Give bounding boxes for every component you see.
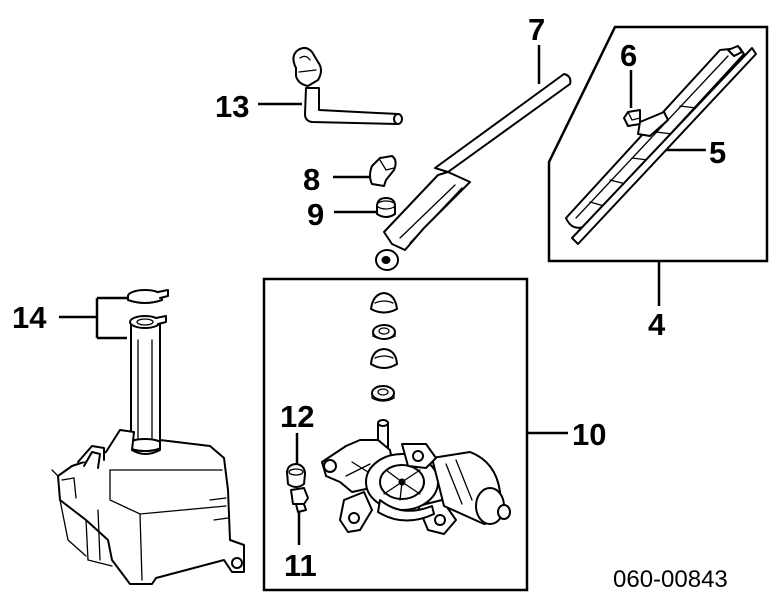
callout-7: 7 (528, 12, 545, 47)
arm-nut (376, 197, 396, 218)
arm-cap (369, 155, 397, 187)
wiper-motor (321, 419, 511, 535)
washer-nozzle-hose (292, 46, 403, 125)
callout-13: 13 (215, 89, 249, 124)
leader-14 (59, 296, 127, 340)
blade-clip (623, 109, 641, 127)
callout-14: 14 (12, 300, 47, 335)
blade-assembly-box (547, 25, 769, 263)
washer-tank (51, 289, 245, 585)
callout-4: 4 (648, 307, 666, 342)
pivot-washer-lower (371, 385, 395, 402)
callout-5: 5 (709, 135, 726, 170)
callout-6: 6 (620, 38, 637, 73)
pivot-cap-middle (370, 348, 398, 369)
callout-12: 12 (280, 399, 314, 434)
grommet-12 (286, 463, 306, 488)
reference-code: 060-00843 (613, 566, 728, 593)
callout-8: 8 (303, 162, 320, 197)
wiper-arm (375, 73, 572, 271)
motor-assembly-box (262, 277, 529, 592)
pivot-washer-upper (372, 324, 396, 340)
callout-11: 11 (284, 548, 317, 583)
bushing-11 (290, 487, 309, 513)
wiper-blade (565, 45, 757, 245)
callout-10: 10 (572, 417, 606, 452)
callout-9: 9 (307, 197, 324, 232)
pivot-cap-top (370, 292, 398, 314)
